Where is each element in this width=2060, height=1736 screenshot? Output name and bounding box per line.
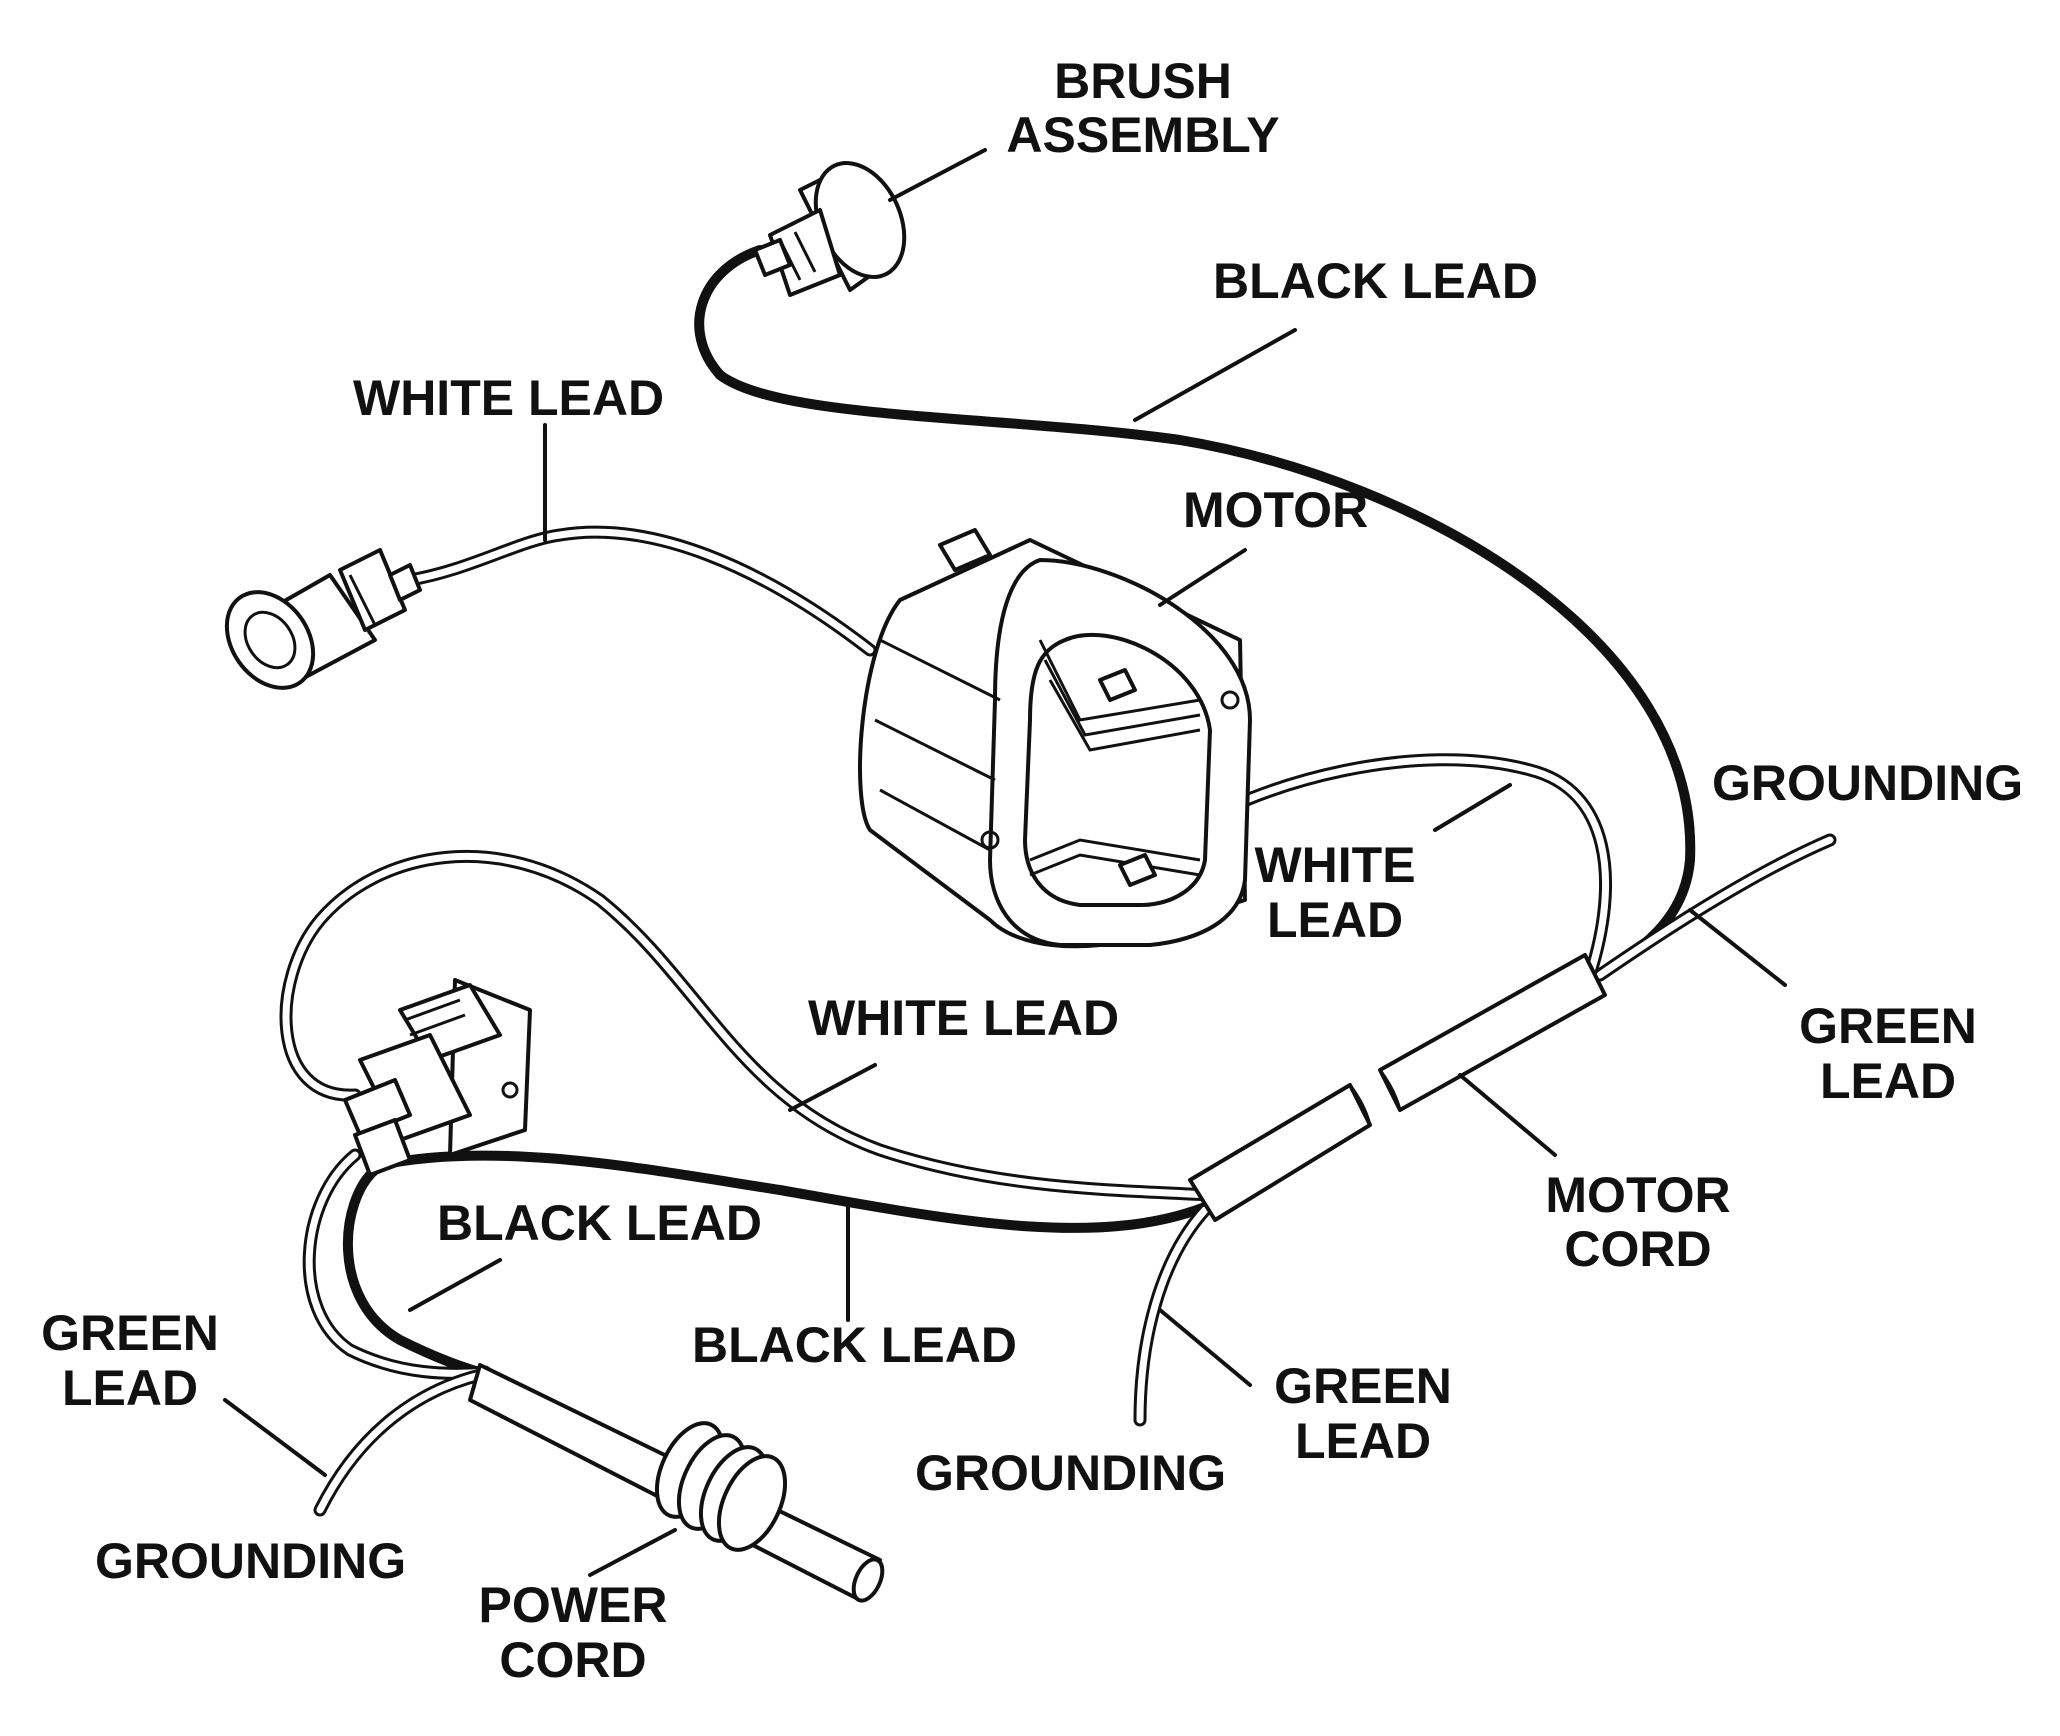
white-lead-loop-wire bbox=[279, 849, 1217, 1202]
label-white-lead-mid: WHITE LEAD bbox=[1254, 837, 1415, 948]
leader-black-lead-left bbox=[408, 1258, 502, 1312]
green-lead-left-wire bbox=[313, 1368, 487, 1517]
motor-stator bbox=[858, 528, 1252, 949]
label-green-lead-left-line2: LEAD bbox=[62, 1360, 198, 1416]
label-black-lead-top: BLACK LEAD bbox=[1213, 253, 1538, 309]
leader-green-lead-bottom bbox=[1158, 1308, 1252, 1387]
power-cord bbox=[468, 1363, 885, 1603]
leader-motor bbox=[1158, 548, 1247, 607]
white-lead-upper-wire bbox=[403, 525, 877, 657]
label-motor-cord-line2: CORD bbox=[1564, 1221, 1711, 1277]
label-green-lead-bottom-line2: LEAD bbox=[1295, 1413, 1431, 1469]
label-motor-cord: MOTOR CORD bbox=[1545, 1167, 1730, 1277]
label-green-lead-left: GREEN LEAD bbox=[41, 1305, 219, 1416]
leader-black-lead-top bbox=[1133, 328, 1297, 422]
label-motor-cord-line1: MOTOR bbox=[1545, 1167, 1730, 1223]
white-lead-middle-wire bbox=[1173, 753, 1612, 982]
green-lead-bottom-wire bbox=[1133, 1203, 1212, 1427]
label-black-lead-bottom: BLACK LEAD bbox=[692, 1317, 1017, 1373]
leader-motor-cord bbox=[1458, 1073, 1557, 1157]
leader-white-lead-mid bbox=[1433, 783, 1512, 832]
label-power-cord-line1: POWER bbox=[479, 1577, 668, 1633]
label-green-lead-right: GREEN LEAD bbox=[1799, 998, 1977, 1109]
leader-power-cord bbox=[588, 1528, 677, 1577]
leader-brush-assembly bbox=[888, 148, 987, 202]
label-grounding-left: GROUNDING bbox=[95, 1533, 406, 1589]
green-lead-right-wire bbox=[1593, 833, 1837, 982]
leader-white-lead-center bbox=[788, 1063, 877, 1112]
black-lead-power-wire bbox=[343, 1165, 495, 1380]
label-white-lead-mid-line2: LEAD bbox=[1267, 892, 1403, 948]
label-white-lead-center: WHITE LEAD bbox=[808, 990, 1119, 1046]
label-brush-assembly: BRUSH ASSEMBLY bbox=[1006, 53, 1279, 163]
brush-assembly-top bbox=[753, 161, 907, 297]
leader-green-lead-right bbox=[1688, 908, 1787, 987]
label-power-cord-line2: CORD bbox=[499, 1632, 646, 1688]
label-brush-assembly-line2: ASSEMBLY bbox=[1006, 107, 1279, 163]
label-green-lead-left-line1: GREEN bbox=[41, 1305, 219, 1361]
brush-assembly-left bbox=[224, 548, 422, 690]
white-lead-power-wire bbox=[302, 1148, 492, 1380]
label-white-lead-mid-line1: WHITE bbox=[1254, 837, 1415, 893]
black-lead-switch-wire bbox=[375, 1150, 1215, 1233]
label-power-cord: POWER CORD bbox=[479, 1577, 668, 1688]
leader-green-lead-left bbox=[223, 1398, 327, 1477]
label-green-lead-right-line1: GREEN bbox=[1799, 998, 1977, 1054]
label-green-lead-bottom: GREEN LEAD bbox=[1274, 1358, 1452, 1469]
label-green-lead-right-line2: LEAD bbox=[1820, 1053, 1956, 1109]
black-lead-upper-wire bbox=[694, 245, 1696, 980]
label-green-lead-bottom-line1: GREEN bbox=[1274, 1358, 1452, 1414]
label-motor: MOTOR bbox=[1183, 482, 1368, 538]
label-black-lead-left: BLACK LEAD bbox=[437, 1195, 762, 1251]
strain-relief bbox=[654, 1421, 788, 1552]
label-grounding-bottom: GROUNDING bbox=[915, 1445, 1226, 1501]
switch bbox=[343, 978, 532, 1177]
label-grounding-right: GROUNDING bbox=[1712, 755, 2023, 811]
motor-cord bbox=[1188, 953, 1607, 1222]
label-brush-assembly-line1: BRUSH bbox=[1054, 53, 1232, 109]
label-white-lead-top: WHITE LEAD bbox=[353, 370, 664, 426]
